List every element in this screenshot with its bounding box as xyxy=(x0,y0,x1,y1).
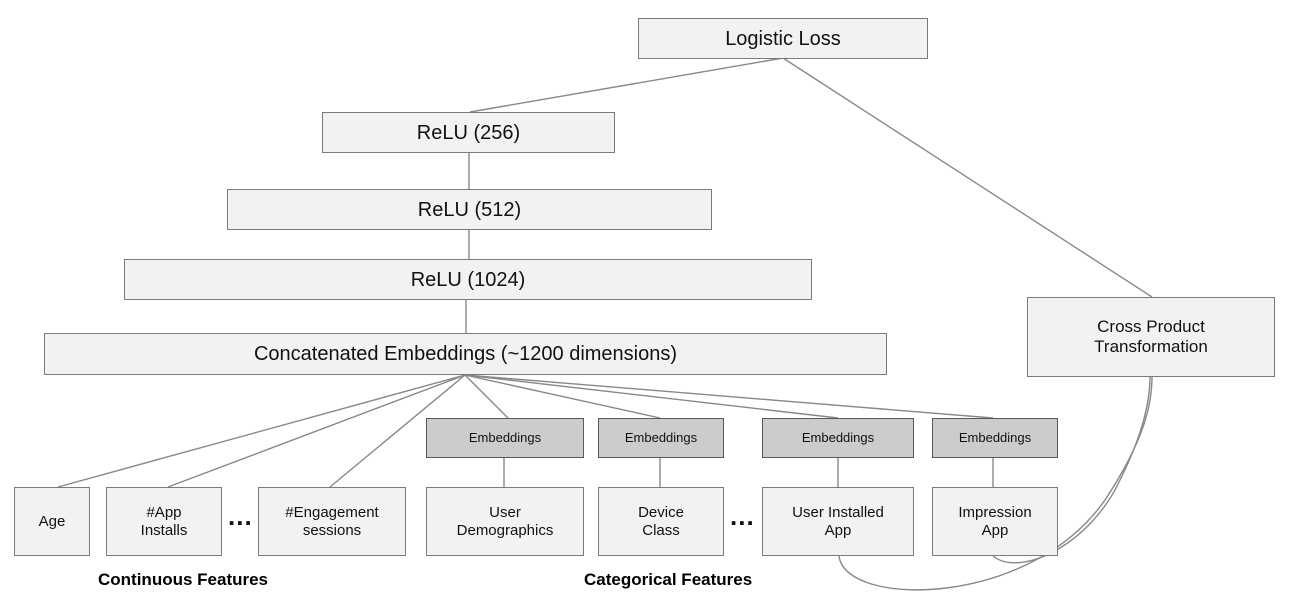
edge-concat-to-age xyxy=(57,374,466,488)
node-cross-product-transformation-label: Cross Product Transformation xyxy=(1094,316,1208,356)
node-feature-app-installs-label: #App Installs xyxy=(140,503,188,539)
node-relu-512-label: ReLU (512) xyxy=(417,198,522,221)
node-cross-product-transformation[interactable]: Cross Product Transformation xyxy=(1027,297,1275,377)
node-relu-1024-label: ReLU (1024) xyxy=(410,268,526,291)
node-feature-user-demographics-label: User Demographics xyxy=(456,503,554,539)
group-label-categorical-features: Categorical Features xyxy=(584,570,752,590)
node-logistic-loss[interactable]: Logistic Loss xyxy=(638,18,928,59)
node-feature-user-installed-app[interactable]: User Installed App xyxy=(762,487,914,556)
node-embeddings-1-label: Embeddings xyxy=(468,430,542,446)
node-feature-engagement-sessions-label: #Engagement sessions xyxy=(285,503,379,539)
node-relu-512[interactable]: ReLU (512) xyxy=(227,189,712,230)
group-label-continuous-features: Continuous Features xyxy=(98,570,268,590)
group-label-continuous-features-text: Continuous Features xyxy=(98,570,269,589)
ellipsis-continuous: ... xyxy=(228,503,253,529)
node-feature-age-label: Age xyxy=(38,512,66,530)
ellipsis-categorical: ... xyxy=(730,503,755,529)
node-embeddings-2-label: Embeddings xyxy=(624,430,698,446)
ellipsis-continuous-label: ... xyxy=(228,501,253,531)
node-embeddings-4[interactable]: Embeddings xyxy=(932,418,1058,458)
node-feature-user-installed-app-label: User Installed App xyxy=(792,503,884,539)
edge-loss-to-relu256 xyxy=(469,57,784,113)
edge-concat-to-embeddings-3 xyxy=(464,374,839,419)
node-embeddings-1[interactable]: Embeddings xyxy=(426,418,584,458)
node-feature-impression-app[interactable]: Impression App xyxy=(932,487,1058,556)
node-concatenated-embeddings-label: Concatenated Embeddings (~1200 dimension… xyxy=(253,343,678,365)
node-feature-device-class[interactable]: Device Class xyxy=(598,487,724,556)
node-logistic-loss-label: Logistic Loss xyxy=(725,27,841,50)
edge-concat-to-embeddings-4 xyxy=(464,374,994,419)
ellipsis-categorical-label: ... xyxy=(730,501,755,531)
edge-concat-to-embeddings-2 xyxy=(464,374,661,419)
node-embeddings-3[interactable]: Embeddings xyxy=(762,418,914,458)
node-feature-device-class-label: Device Class xyxy=(638,503,684,539)
node-relu-1024[interactable]: ReLU (1024) xyxy=(124,259,812,300)
node-feature-app-installs[interactable]: #App Installs xyxy=(106,487,222,556)
node-feature-engagement-sessions[interactable]: #Engagement sessions xyxy=(258,487,406,556)
node-relu-256[interactable]: ReLU (256) xyxy=(322,112,615,153)
edge-concat-to-app-installs xyxy=(167,374,466,488)
node-relu-256-label: ReLU (256) xyxy=(416,121,521,144)
node-feature-impression-app-label: Impression App xyxy=(958,503,1032,539)
group-label-categorical-features-text: Categorical Features xyxy=(584,570,753,589)
node-feature-age[interactable]: Age xyxy=(14,487,90,556)
edge-user-installed-app-to-cross-product xyxy=(838,376,1153,591)
node-concatenated-embeddings[interactable]: Concatenated Embeddings (~1200 dimension… xyxy=(44,333,887,375)
node-feature-user-demographics[interactable]: User Demographics xyxy=(426,487,584,556)
edge-loss-to-cross-product xyxy=(782,57,1153,298)
edge-concat-to-embeddings-1 xyxy=(464,374,509,419)
node-embeddings-4-label: Embeddings xyxy=(958,430,1032,446)
node-embeddings-3-label: Embeddings xyxy=(801,430,875,446)
node-embeddings-2[interactable]: Embeddings xyxy=(598,418,724,458)
